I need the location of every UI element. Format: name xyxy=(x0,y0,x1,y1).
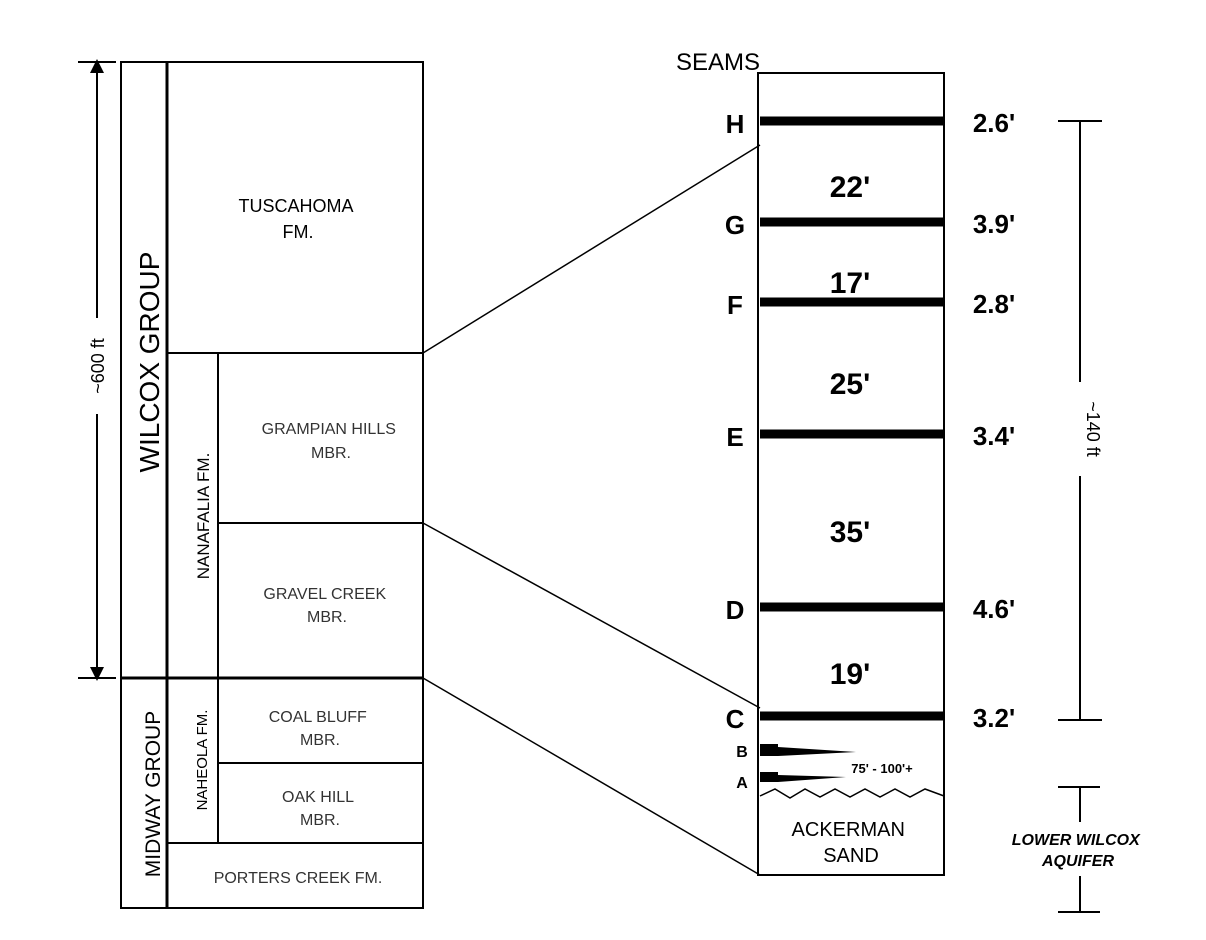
ackerman-line-1: ACKERMAN xyxy=(792,819,905,841)
seam-g-letter: G xyxy=(725,210,745,240)
seam-f-letter: F xyxy=(727,290,743,320)
gravel-creek-line-1: GRAVEL CREEK xyxy=(263,586,386,603)
grampian-hills-line-1: GRAMPIAN HILLS xyxy=(262,421,396,438)
aquifer-bracket xyxy=(1058,786,1100,913)
aquifer-line-2: AQUIFER xyxy=(1041,853,1114,870)
interval-thickness: 25' xyxy=(830,368,871,401)
lower-seams-note: 75' - 100'+ xyxy=(851,761,913,776)
seam-a-letter: A xyxy=(736,775,748,792)
gravel-creek-line-2: MBR. xyxy=(307,609,347,626)
correlation-lines xyxy=(422,144,761,876)
seams-title: SEAMS xyxy=(676,49,760,76)
oak-hill-line-2: MBR. xyxy=(300,812,340,829)
coal-bluff-line-1: COAL BLUFF xyxy=(269,709,367,726)
oak-hill-label: OAK HILL MBR. xyxy=(282,789,358,829)
oak-hill-line-1: OAK HILL xyxy=(282,789,354,806)
naheola-fm-label: NAHEOLA FM. xyxy=(194,710,211,811)
seam-b-wedge xyxy=(760,744,856,756)
seam-b-letter: B xyxy=(736,744,748,761)
seam-f-thickness: 2.8' xyxy=(973,289,1015,319)
seam-h-thickness: 2.6' xyxy=(973,108,1015,138)
tuscahoma-line-1: TUSCAHOMA xyxy=(238,196,353,216)
seam-c-letter: C xyxy=(726,704,745,734)
tuscahoma-label: TUSCAHOMA FM. xyxy=(238,196,357,242)
seam-c-thickness: 3.2' xyxy=(973,703,1015,733)
seam-e-thickness: 3.4' xyxy=(973,421,1015,451)
grampian-hills-label: GRAMPIAN HILLS MBR. xyxy=(262,421,401,462)
left-stratigraphic-column xyxy=(120,61,424,909)
unconformity-line xyxy=(759,788,945,799)
seam-column-box xyxy=(757,72,945,876)
nanafalia-fm-label: NANAFALIA FM. xyxy=(194,453,213,580)
midway-group-label: MIDWAY GROUP xyxy=(142,711,165,877)
right-thickness-dimension xyxy=(1058,120,1102,721)
lower-seams xyxy=(760,744,856,782)
right-thickness-label: ~140 ft xyxy=(1083,401,1103,457)
ackerman-line-2: SAND xyxy=(823,845,879,867)
seam-h-letter: H xyxy=(726,109,745,139)
seam-e-letter: E xyxy=(726,422,743,452)
seam-g-thickness: 3.9' xyxy=(973,209,1015,239)
grampian-hills-box xyxy=(217,352,424,524)
coal-bluff-label: COAL BLUFF MBR. xyxy=(269,709,372,749)
porters-creek-label: PORTERS CREEK FM. xyxy=(214,870,383,887)
seam-layer: H 2.6' G 3.9' F 2.8' E 3.4' D 4.6' C 3.2' 22' 17' 25' 3… xyxy=(725,108,1015,734)
aquifer-line-1: LOWER WILCOX xyxy=(1012,832,1141,849)
wilcox-group-label: WILCOX GROUP xyxy=(134,252,165,473)
gravel-creek-label: GRAVEL CREEK MBR. xyxy=(263,586,390,626)
tuscahoma-line-2: FM. xyxy=(283,222,314,242)
interval-thickness: 17' xyxy=(830,267,871,300)
left-thickness-dimension xyxy=(78,59,116,681)
interval-thickness: 19' xyxy=(830,658,871,691)
coal-bluff-line-2: MBR. xyxy=(300,732,340,749)
grampian-hills-line-2: MBR. xyxy=(311,445,351,462)
left-thickness-label: ~600 ft xyxy=(88,338,108,394)
interval-thickness: 22' xyxy=(830,171,871,204)
seam-d-letter: D xyxy=(726,595,745,625)
seam-a-wedge xyxy=(760,772,846,782)
interval-thickness: 35' xyxy=(830,516,871,549)
ackerman-label: ACKERMAN SAND xyxy=(792,819,911,867)
seam-d-thickness: 4.6' xyxy=(973,594,1015,624)
aquifer-label: LOWER WILCOX AQUIFER xyxy=(1012,832,1144,870)
